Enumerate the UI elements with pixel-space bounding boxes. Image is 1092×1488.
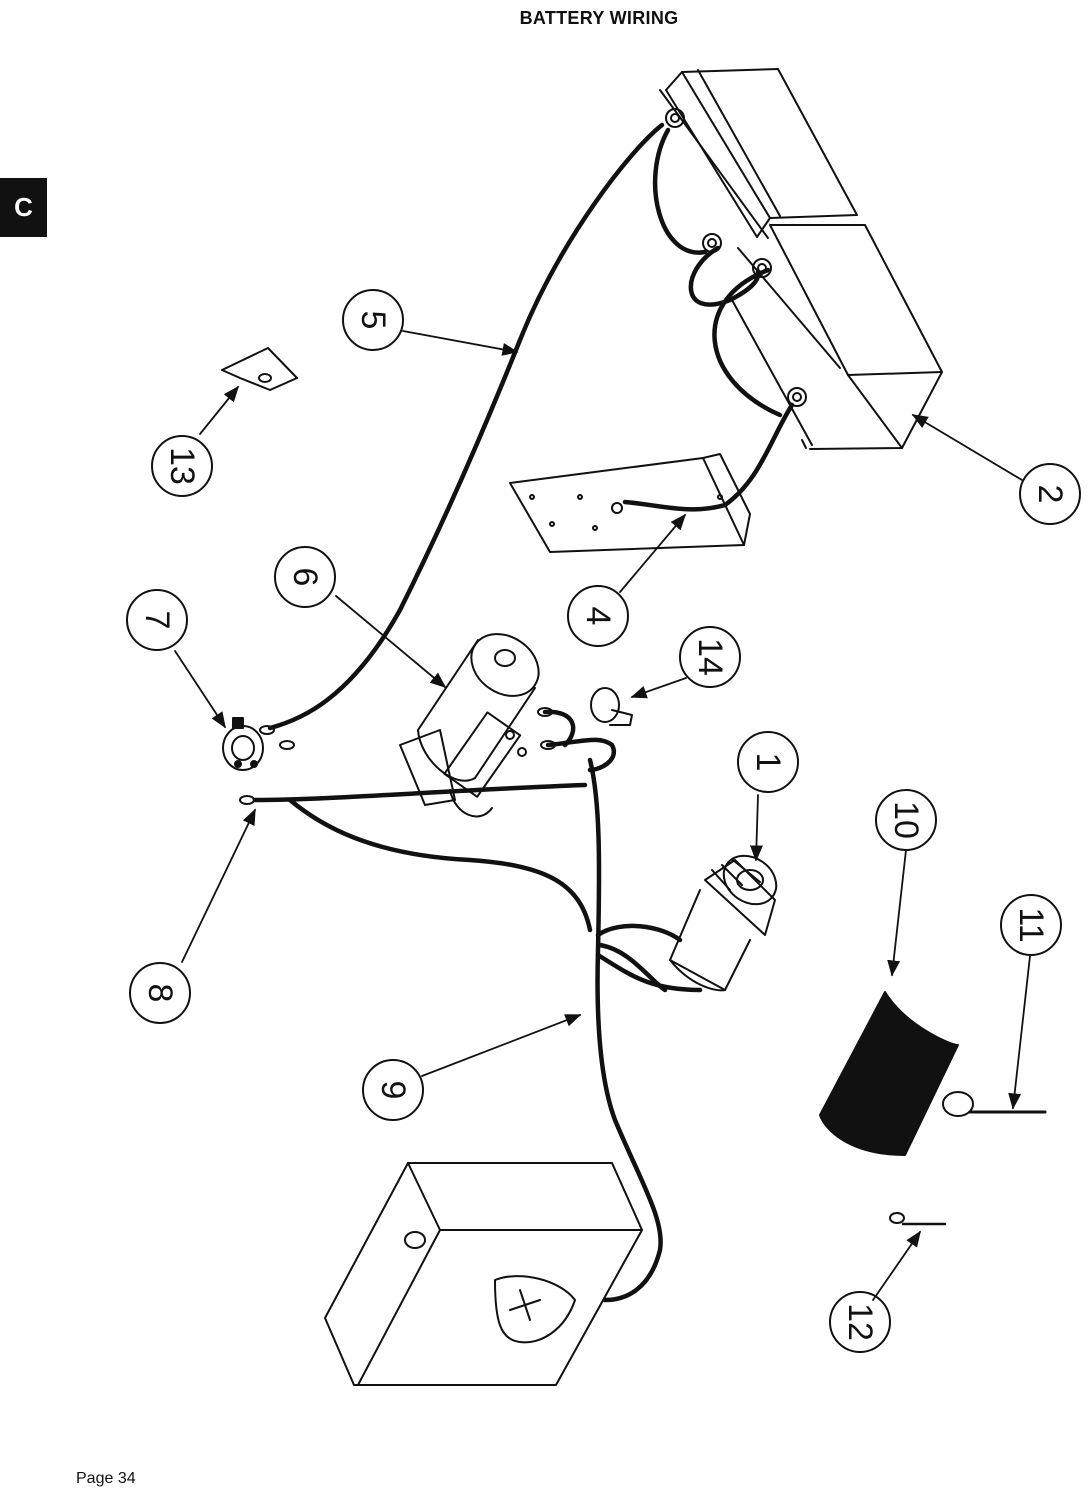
page-title: BATTERY WIRING: [519, 8, 679, 28]
callout-5-label: 5: [354, 311, 392, 330]
callout-14-label: 14: [691, 638, 729, 676]
ring-terminals: [239, 707, 556, 805]
callout-4-label: 4: [579, 607, 617, 626]
callout-4: 4: [567, 585, 629, 647]
callout-2-label: 2: [1031, 485, 1069, 504]
clip-pin-large: [942, 1091, 1047, 1117]
callout-6: 6: [274, 546, 336, 608]
callout-12: 12: [829, 1291, 891, 1353]
callout-11: 11: [1000, 894, 1062, 956]
callout-9: 9: [362, 1059, 424, 1121]
battery-lower: [731, 224, 943, 450]
section-tab[interactable]: C: [0, 178, 47, 237]
key-switch: [222, 717, 264, 771]
callout-10: 10: [875, 789, 937, 851]
battery-upper: [659, 68, 858, 239]
mounting-bracket: [509, 453, 751, 553]
alternator: [669, 854, 778, 992]
starter-motor: [399, 633, 540, 818]
callout-11-label: 11: [1012, 907, 1050, 942]
sleeve: [819, 991, 959, 1156]
callout-14: 14: [679, 626, 741, 688]
page-number: Page 34: [76, 1470, 136, 1487]
cables: [252, 122, 795, 1303]
callout-13-label: 13: [163, 447, 201, 485]
callout-8: 8: [129, 962, 191, 1024]
callout-1-label: 1: [749, 753, 787, 772]
terminal-cap: [590, 687, 633, 726]
control-box: [324, 1162, 643, 1386]
callout-5: 5: [342, 289, 404, 351]
callout-8-label: 8: [141, 984, 179, 1003]
clip-pin-small: [889, 1212, 947, 1226]
callout-7: 7: [126, 589, 188, 651]
callout-7-label: 7: [138, 611, 176, 630]
leader-lines: [174, 330, 1031, 1301]
callout-6-label: 6: [286, 568, 324, 587]
callout-12-label: 12: [841, 1303, 879, 1341]
callout-1: 1: [737, 731, 799, 793]
small-bracket: [221, 347, 298, 391]
callout-10-label: 10: [887, 801, 925, 839]
callout-13: 13: [151, 435, 213, 497]
callout-2: 2: [1019, 463, 1081, 525]
battery-terminals: [665, 108, 807, 407]
callout-9-label: 9: [374, 1081, 412, 1100]
